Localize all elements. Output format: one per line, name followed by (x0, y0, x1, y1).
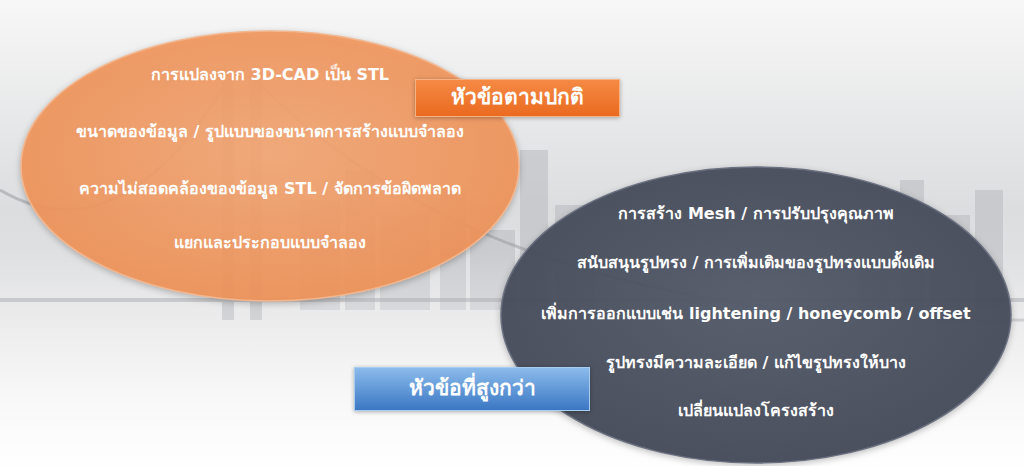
text-line: ความไม่สอดคล้องของข้อมูล STL / จัดการข้อ… (20, 179, 520, 200)
tag-text: หัวข้อตามปกติ (451, 84, 584, 111)
tag-text: หัวข้อที่สูงกว่า (409, 375, 536, 402)
topic-text: การแปลงจาก 3D-CAD เป็น STL (151, 65, 389, 86)
text-line: เพิ่มการออกแบบเช่น lightening / honeycom… (500, 304, 1012, 325)
text-line: หัวข้อที่สูงกว่า (354, 375, 590, 402)
text-line: หัวข้อตามปกติ (415, 84, 620, 111)
text-line: สนับสนุนรูปทรง / การเพิ่มเติมของรูปทรงแบ… (500, 253, 1012, 274)
topic-text: รูปทรงมีความละเอียด / แก้ไขรูปทรงให้บาง (606, 353, 906, 374)
topic-ellipse: การแปลงจาก 3D-CAD เป็น STL ขนาดของข้อมูล … (20, 30, 520, 302)
topic-text: แยกและประกอบแบบจำลอง (174, 233, 366, 254)
topic-ellipse: การสร้าง Mesh / การปรับปรุงคุณภาพสนับสนุ… (500, 166, 1012, 464)
topic-text: การสร้าง Mesh / การปรับปรุงคุณภาพ (618, 204, 893, 225)
topic-text: เปลี่ยนแปลงโครงสร้าง (678, 401, 834, 422)
text-line: แยกและประกอบแบบจำลอง (20, 233, 520, 254)
topic-text: สนับสนุนรูปทรง / การเพิ่มเติมของรูปทรงแบ… (577, 253, 935, 274)
text-line: ขนาดของข้อมูล / รูปแบบของขนาดการสร้างแบบ… (20, 122, 520, 143)
category-tag: หัวข้อตามปกติ (415, 79, 620, 117)
topic-text: ขนาดของข้อมูล / รูปแบบของขนาดการสร้างแบบ… (76, 122, 464, 143)
text-line: การสร้าง Mesh / การปรับปรุงคุณภาพ (500, 204, 1012, 225)
category-tag: หัวข้อที่สูงกว่า (354, 367, 590, 411)
topic-text: ความไม่สอดคล้องของข้อมูล STL / จัดการข้อ… (79, 179, 460, 200)
topic-text: เพิ่มการออกแบบเช่น lightening / honeycom… (541, 304, 970, 325)
